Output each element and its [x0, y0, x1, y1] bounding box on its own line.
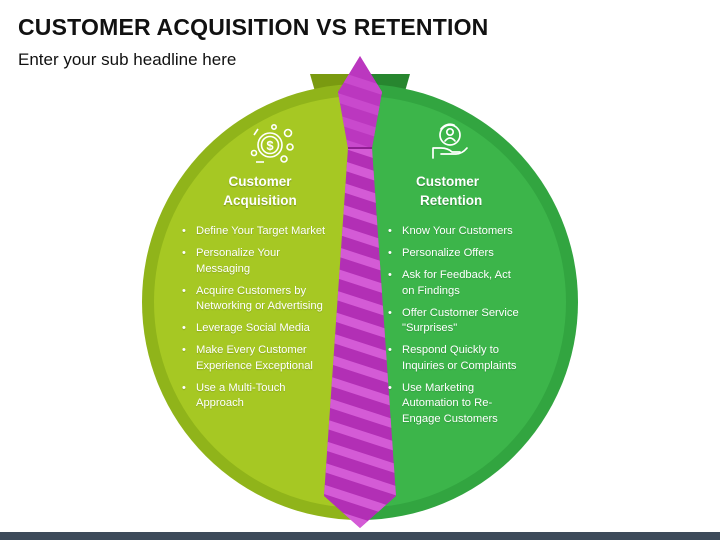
retention-item: Offer Customer Service "Surprises" [386, 306, 532, 337]
tie-stripe [324, 417, 396, 453]
acquisition-heading-line2: Acquisition [223, 193, 297, 208]
acquisition-item: Use a Multi-Touch Approach [180, 381, 308, 412]
page-title: CUSTOMER ACQUISITION VS RETENTION [18, 14, 489, 40]
retention-heading-line1: Customer [416, 174, 480, 189]
acquisition-heading-line1: Customer [228, 174, 292, 189]
acquisition-item: Define Your Target Market [180, 224, 340, 240]
hand-holding-person-icon [432, 123, 468, 159]
retention-item: Ask for Feedback, Act on Findings [386, 268, 526, 299]
acquisition-item: Acquire Customers by Networking or Adver… [180, 284, 340, 315]
retention-item: Know Your Customers [386, 224, 536, 240]
acquisition-item: Personalize Your Messaging [180, 246, 306, 277]
acquisition-panel: Customer Acquisition Define Your Target … [180, 172, 340, 418]
acquisition-item: Make Every Customer Experience Exception… [180, 343, 338, 374]
retention-heading: Customer Retention [386, 172, 536, 210]
dollar-coin-network-icon: $ [250, 123, 294, 163]
retention-panel: Customer Retention Know Your Customers P… [386, 172, 536, 434]
retention-item: Use Marketing Automation to Re-Engage Cu… [386, 381, 510, 428]
retention-heading-line2: Retention [420, 193, 483, 208]
bottom-bar [0, 532, 720, 540]
svg-text:$: $ [266, 138, 274, 153]
retention-list: Know Your Customers Personalize Offers A… [386, 224, 536, 427]
retention-item: Personalize Offers [386, 246, 536, 262]
acquisition-heading: Customer Acquisition [180, 172, 340, 210]
acquisition-list: Define Your Target Market Personalize Yo… [180, 224, 340, 412]
acquisition-item: Leverage Social Media [180, 321, 340, 337]
tie-stripe [324, 439, 396, 475]
page-subtitle: Enter your sub headline here [18, 50, 237, 69]
retention-item: Respond Quickly to Inquiries or Complain… [386, 343, 538, 374]
tie-stripe [324, 461, 396, 497]
